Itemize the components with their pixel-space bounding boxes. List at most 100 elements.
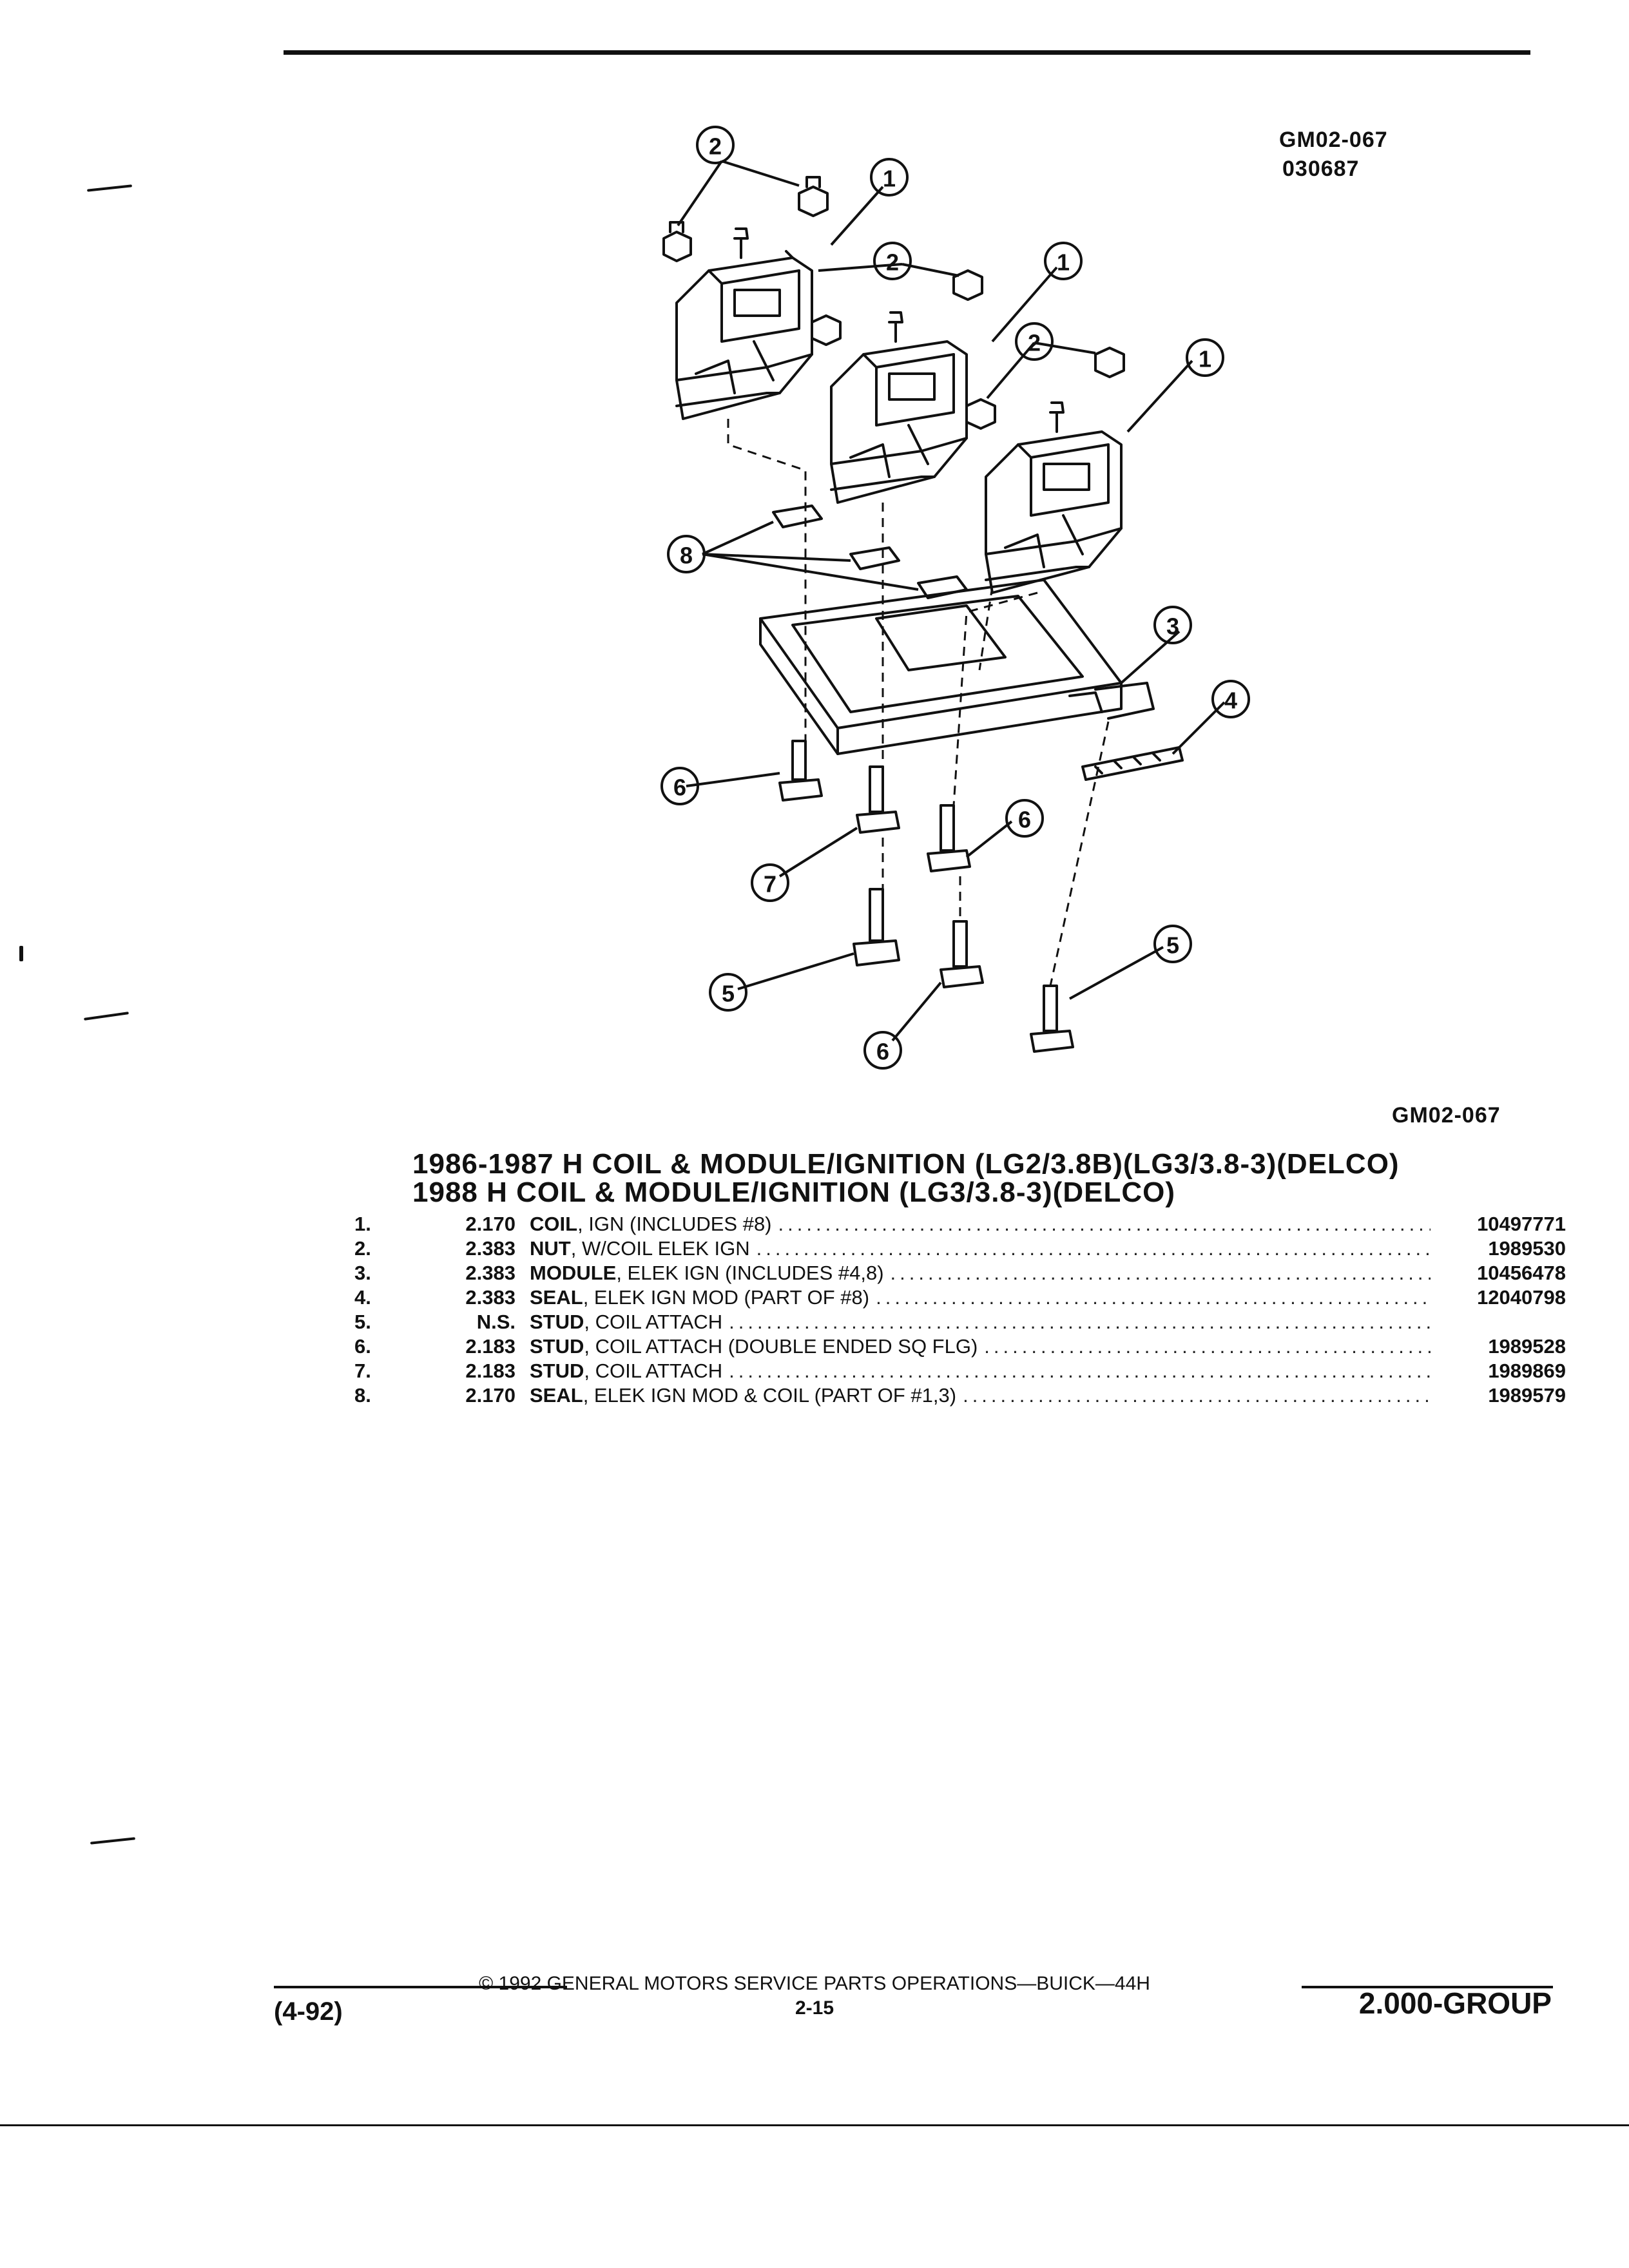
callout-4: 4 [1224, 687, 1237, 714]
part-group-code: 2.383 [465, 1237, 516, 1260]
page-number: 2-15 [795, 1997, 834, 2019]
part-detail: , ELEK IGN MOD & COIL (PART OF #1,3) [583, 1384, 957, 1407]
callout-3: 3 [1166, 613, 1179, 640]
part-number-index: 1. [354, 1213, 371, 1235]
ignition-coil-module-diagram: 2 1 2 1 2 1 8 3 4 6 6 7 5 5 6 [660, 126, 1250, 1070]
callout-6: 6 [1018, 807, 1031, 833]
callout-labels [660, 126, 1250, 1070]
coil-3-drawing [965, 347, 1125, 594]
section-title-1988: 1988 H COIL & MODULE/IGNITION (LG3/3.8-3… [412, 1177, 1175, 1208]
part-group-code: N.S. [476, 1311, 516, 1333]
figure-code-bottom: GM02-067 [1392, 1103, 1501, 1128]
callout-7: 7 [764, 871, 776, 898]
part-catalog-number: 10497771 [1477, 1213, 1566, 1235]
part-name: STUD [530, 1335, 584, 1358]
part-row: 2. 2.383 NUT, W/COIL ELEK IGN.............… [354, 1237, 1566, 1262]
part-description: STUD, COIL ATTACH (DOUBLE ENDED SQ FLG) [530, 1335, 978, 1358]
part-description: COIL, IGN (INCLUDES #8) [530, 1213, 772, 1236]
leader-dots: ........................................… [729, 1311, 1431, 1333]
part-number-index: 6. [354, 1335, 371, 1358]
seal-drawing [772, 505, 968, 599]
part-number-index: 8. [354, 1384, 371, 1407]
part-detail: , COIL ATTACH [584, 1311, 723, 1333]
part-row: 6. 2.183 STUD, COIL ATTACH (DOUBLE ENDED S… [354, 1335, 1566, 1360]
part-catalog-number: 12040798 [1477, 1286, 1566, 1309]
part-detail: , COIL ATTACH [584, 1360, 723, 1382]
part-name: NUT [530, 1237, 571, 1260]
part-row: 3. 2.383 MODULE, ELEK IGN (INCLUDES #4,8).… [354, 1262, 1566, 1286]
callout-2: 2 [709, 133, 722, 160]
part-description: SEAL, ELEK IGN MOD & COIL (PART OF #1,3) [530, 1384, 956, 1407]
part-description: NUT, W/COIL ELEK IGN [530, 1237, 750, 1260]
part-name: MODULE [530, 1262, 617, 1284]
callout-2: 2 [1028, 330, 1041, 356]
part-catalog-number: 1989579 [1488, 1384, 1566, 1407]
callout-8: 8 [680, 543, 693, 569]
part-detail: , ELEK IGN MOD (PART OF #8) [583, 1286, 870, 1309]
callout-1: 1 [1199, 346, 1211, 372]
leader-dots: ........................................… [729, 1360, 1431, 1382]
part-name: STUD [530, 1311, 584, 1333]
part-name: SEAL [530, 1384, 583, 1407]
callout-2: 2 [886, 249, 899, 276]
margin-mark [90, 1837, 136, 1845]
part-number-index: 7. [354, 1360, 371, 1382]
part-group-code: 2.183 [465, 1360, 516, 1382]
leader-dots: ........................................… [778, 1213, 1431, 1235]
part-group-code: 2.383 [465, 1286, 516, 1309]
part-detail: , COIL ATTACH (DOUBLE ENDED SQ FLG) [584, 1335, 978, 1358]
part-group-code: 2.183 [465, 1335, 516, 1358]
part-group-code: 2.383 [465, 1262, 516, 1284]
leader-dots: ........................................… [876, 1286, 1431, 1309]
part-name: SEAL [530, 1286, 583, 1309]
part-number-index: 4. [354, 1286, 371, 1309]
coil-1-drawing [675, 227, 813, 420]
copyright-line: © 1992 GENERAL MOTORS SERVICE PARTS OPER… [479, 1973, 1150, 1994]
parts-list: 1. 2.170 COIL, IGN (INCLUDES #8)..........… [354, 1213, 1566, 1408]
part-description: STUD, COIL ATTACH [530, 1311, 722, 1334]
margin-mark [19, 946, 23, 961]
part-group-code: 2.170 [465, 1384, 516, 1407]
part-catalog-number: 1989869 [1488, 1360, 1566, 1382]
callout-6: 6 [673, 774, 686, 801]
figure-date-code: 030687 [1282, 157, 1360, 181]
part-row: 5. N.S. STUD, COIL ATTACH.................… [354, 1311, 1566, 1335]
part-description: STUD, COIL ATTACH [530, 1360, 722, 1383]
part-number-index: 3. [354, 1262, 371, 1284]
part-row: 4. 2.383 SEAL, ELEK IGN MOD (PART OF #8)..… [354, 1286, 1566, 1311]
part-row: 1. 2.170 COIL, IGN (INCLUDES #8)..........… [354, 1213, 1566, 1237]
part-name: STUD [530, 1360, 584, 1382]
nut-drawing [662, 176, 829, 262]
footer-rule-right [1302, 1986, 1553, 1988]
part-detail: , IGN (INCLUDES #8) [577, 1213, 772, 1235]
callout-1: 1 [883, 166, 896, 192]
leader-dots: ........................................… [963, 1384, 1431, 1407]
bottom-rule [0, 2124, 1629, 2126]
leader-dots: ........................................… [890, 1262, 1431, 1284]
figure-code-top: GM02-067 [1279, 128, 1388, 152]
part-description: SEAL, ELEK IGN MOD (PART OF #8) [530, 1286, 869, 1309]
module-drawing [759, 579, 1155, 755]
part-number-index: 2. [354, 1237, 371, 1260]
part-name: COIL [530, 1213, 578, 1235]
footer-rule-left [274, 1986, 567, 1988]
part-detail: , ELEK IGN (INCLUDES #4,8) [616, 1262, 884, 1284]
part-group-code: 2.170 [465, 1213, 516, 1235]
callout-6: 6 [876, 1039, 889, 1065]
part-description: MODULE, ELEK IGN (INCLUDES #4,8) [530, 1262, 884, 1285]
part-row: 8. 2.170 SEAL, ELEK IGN MOD & COIL (PART O… [354, 1384, 1566, 1408]
part-catalog-number: 1989530 [1488, 1237, 1566, 1260]
callout-5: 5 [1166, 932, 1179, 959]
margin-mark [86, 184, 133, 192]
part-detail: , W/COIL ELEK IGN [570, 1237, 750, 1260]
part-catalog-number: 10456478 [1477, 1262, 1566, 1284]
coil-2-drawing [811, 269, 983, 504]
callout-5: 5 [722, 981, 735, 1007]
part-catalog-number: 1989528 [1488, 1335, 1566, 1358]
leader-dots: ........................................… [984, 1335, 1431, 1358]
revision-date: (4-92) [274, 1997, 343, 2026]
part-number-index: 5. [354, 1311, 371, 1333]
section-title-1986-1987: 1986-1987 H COIL & MODULE/IGNITION (LG2/… [412, 1148, 1400, 1180]
leader-dots: ........................................… [756, 1237, 1431, 1260]
stud-drawing [778, 740, 1074, 1053]
